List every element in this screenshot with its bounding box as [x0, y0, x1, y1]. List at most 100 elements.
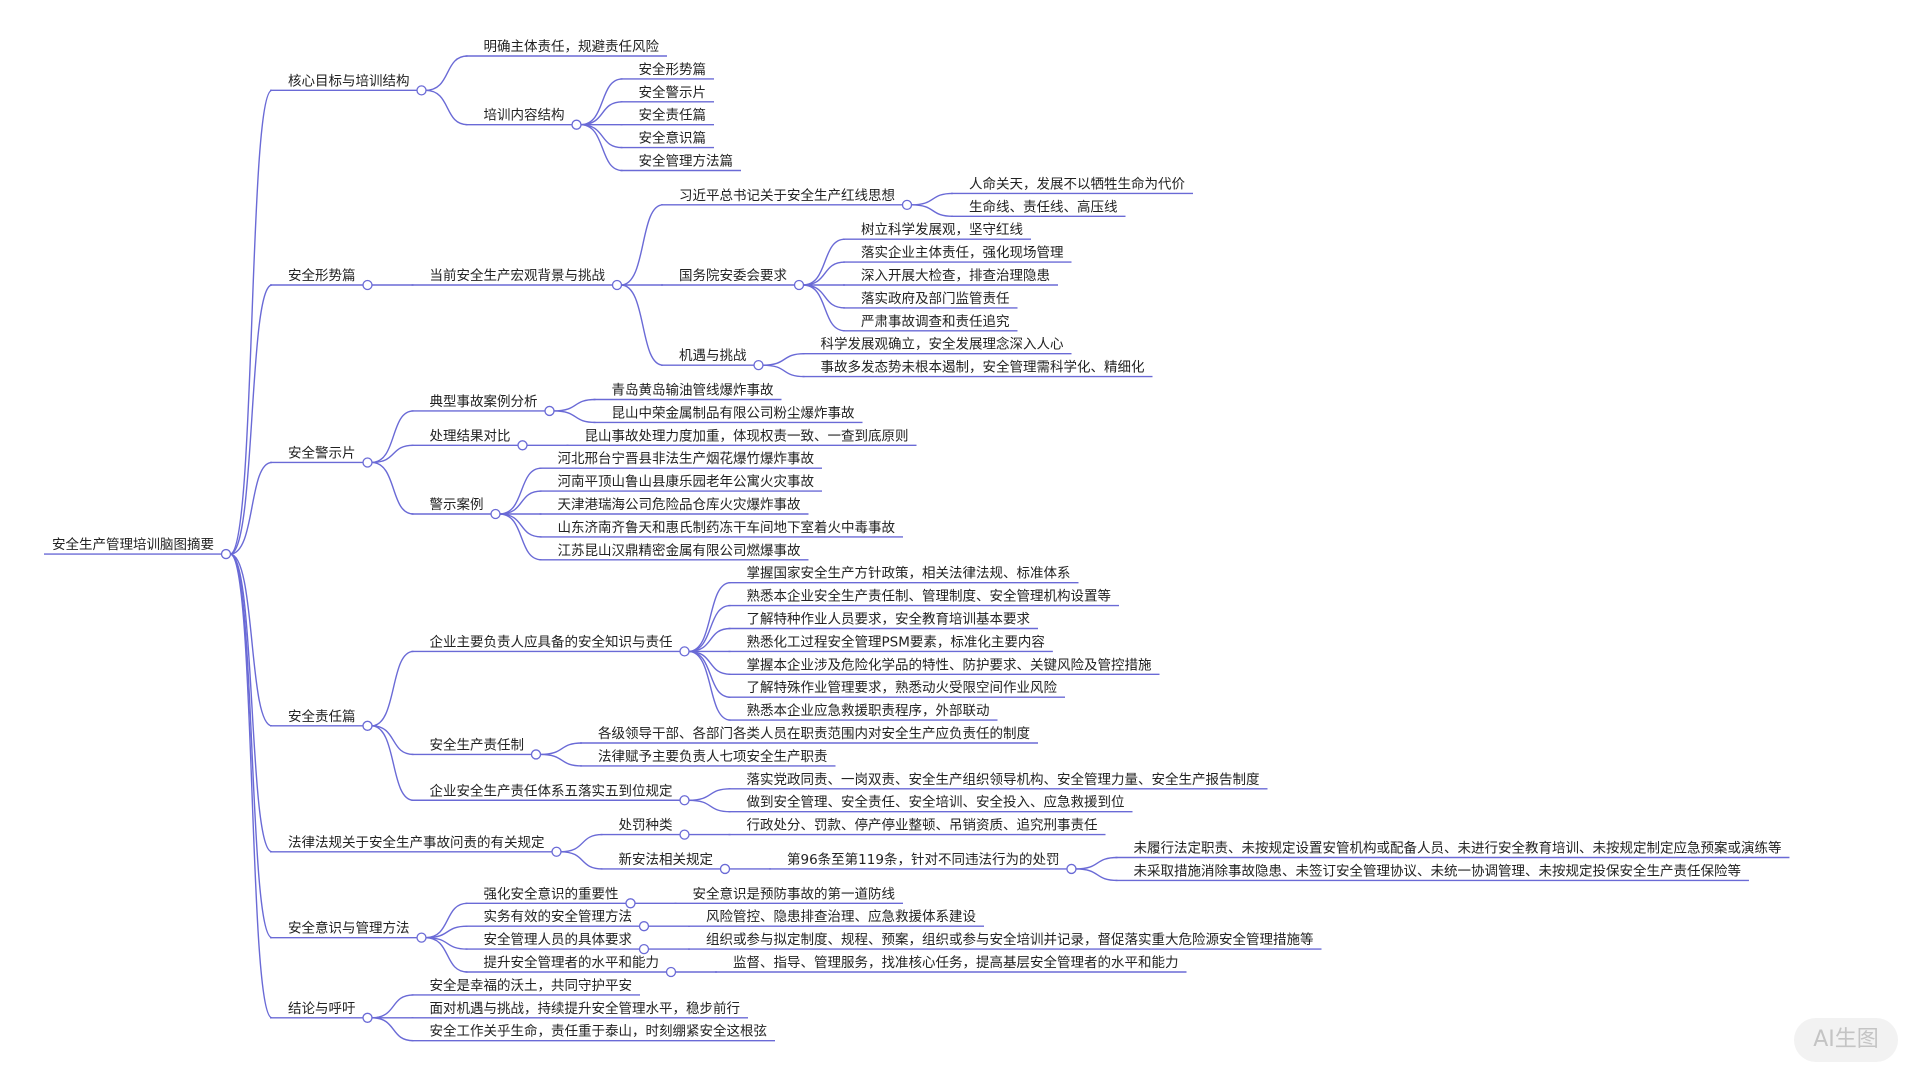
leaf-topic[interactable]: 监督、指导、管理服务，找准核心任务，提高基层安全管理者的水平和能力 [733, 954, 1179, 971]
collapse-toggle-icon[interactable] [679, 795, 690, 806]
leaf-topic[interactable]: 未履行法定职责、未按规定设置安管机构或配备人员、未进行安全教育培训、未按规定制定… [1133, 840, 1781, 857]
leaf-topic[interactable]: 深入开展大检查，排查治理隐患 [861, 268, 1050, 284]
collapse-toggle-icon[interactable] [544, 405, 555, 417]
branch-topic[interactable]: 培训内容结构 [484, 107, 565, 124]
leaf-topic[interactable]: 法律赋予主要负责人七项安全生产职责 [598, 748, 828, 765]
branch-topic[interactable]: 安全形势篇 [288, 267, 356, 284]
branch-topic[interactable]: 安全责任篇 [288, 708, 356, 725]
leaf-topic[interactable]: 未采取措施消除事故隐患、未签订安全管理协议、未统一协调管理、未按规定投保安全生产… [1133, 862, 1741, 879]
branch-topic[interactable]: 企业安全生产责任体系五落实五到位规定 [430, 782, 673, 799]
collapse-toggle-icon[interactable] [679, 646, 690, 657]
leaf-topic[interactable]: 风险管控、隐患排查治理、应急救援体系建设 [706, 908, 976, 925]
branch-topic[interactable]: 机遇与挑战 [679, 348, 747, 364]
leaf-topic[interactable]: 天津港瑞海公司危险品仓库火灾爆炸事故 [558, 496, 801, 513]
leaf-topic[interactable]: 面对机遇与挑战，持续提升安全管理水平，稳步前行 [430, 1000, 741, 1017]
leaf-topic[interactable]: 落实企业主体责任，强化现场管理 [861, 244, 1064, 261]
leaf-topic[interactable]: 熟悉化工过程安全管理PSM要素，标准化主要内容 [747, 633, 1045, 650]
branch-topic[interactable]: 安全意识与管理方法 [288, 920, 410, 937]
leaf-topic[interactable]: 熟悉本企业应急救援职责程序，外部联动 [747, 702, 990, 719]
leaf-topic[interactable]: 掌握国家安全生产方针政策，相关法律法规、标准体系 [747, 565, 1071, 582]
collapse-toggle-icon[interactable] [753, 359, 764, 371]
collapse-toggle-icon[interactable] [362, 457, 373, 468]
connector-line [620, 284, 664, 366]
leaf-topic[interactable]: 昆山事故处理力度加重，体现权责一致、一查到底原则 [585, 427, 909, 444]
connector-line [371, 1017, 414, 1042]
leaf-topic[interactable]: 掌握本企业涉及危险化学品的特性、防护要求、关键风险及管控措施 [747, 656, 1152, 673]
collapse-toggle-icon[interactable] [517, 440, 528, 451]
collapse-toggle-icon[interactable] [719, 863, 731, 875]
leaf-topic[interactable]: 安全责任篇 [639, 107, 707, 124]
leaf-topic[interactable]: 安全是幸福的沃土，共同守护平安 [430, 977, 633, 994]
leaf-topic[interactable]: 事故多发态势未根本遏制，安全管理需科学化、精细化 [821, 359, 1145, 376]
collapse-toggle-icon[interactable] [490, 508, 501, 520]
leaf-topic[interactable]: 落实政府及部门监管责任 [861, 291, 1010, 307]
branch-topic[interactable]: 处罚种类 [619, 818, 673, 834]
collapse-toggle-icon[interactable] [416, 932, 427, 943]
leaf-topic[interactable]: 河北邢台宁晋县非法生产烟花爆竹爆炸事故 [558, 450, 815, 467]
branch-topic[interactable]: 安全警示片 [288, 444, 356, 461]
branch-topic[interactable]: 习近平总书记关于安全生产红线思想 [679, 187, 895, 204]
branch-topic[interactable]: 强化安全意识的重要性 [484, 885, 619, 902]
leaf-topic[interactable]: 山东济南齐鲁天和惠氏制药冻干车间地下室着火中毒事故 [558, 519, 896, 536]
collapse-toggle-icon[interactable] [793, 279, 805, 291]
leaf-topic[interactable]: 熟悉本企业安全生产责任制、管理制度、安全管理机构设置等 [747, 588, 1112, 605]
collapse-toggle-icon[interactable] [625, 898, 636, 909]
leaf-topic[interactable]: 行政处分、罚款、停产停业整顿、吊销资质、追究刑事责任 [747, 817, 1098, 834]
branch-topic[interactable]: 新安法相关规定 [619, 852, 714, 868]
collapse-toggle-icon[interactable] [551, 846, 562, 857]
branch-topic[interactable]: 国务院安委会要求 [679, 268, 787, 284]
root-topic[interactable]: 安全生产管理培训脑图摘要 [52, 536, 214, 553]
collapse-toggle-icon[interactable] [571, 119, 582, 130]
branch-topic[interactable]: 处理结果对比 [430, 428, 511, 444]
collapse-toggle-icon[interactable] [362, 720, 373, 731]
leaf-topic[interactable]: 树立科学发展观，坚守红线 [861, 222, 1023, 238]
branch-topic[interactable]: 典型事故案例分析 [430, 393, 538, 410]
branch-topic[interactable]: 安全生产责任制 [430, 736, 525, 753]
branch-topic[interactable]: 实务有效的安全管理方法 [484, 908, 633, 925]
leaf-topic[interactable]: 各级领导干部、各部门各类人员在职责范围内对安全生产应负责任的制度 [598, 725, 1030, 742]
branch-topic[interactable]: 第96条至第119条，针对不同违法行为的处罚 [787, 851, 1059, 868]
leaf-topic[interactable]: 青岛黄岛输油管线爆炸事故 [612, 383, 774, 399]
leaf-topic[interactable]: 江苏昆山汉鼎精密金属有限公司燃爆事故 [558, 542, 801, 559]
leaf-topic[interactable]: 了解特殊作业管理要求，熟悉动火受限空间作业风险 [747, 680, 1058, 696]
branch-topic[interactable]: 结论与呼吁 [288, 1001, 356, 1017]
branch-topic[interactable]: 法律法规关于安全生产事故问责的有关规定 [288, 834, 545, 851]
leaf-topic[interactable]: 安全意识是预防事故的第一道防线 [693, 885, 896, 902]
connector-line [688, 799, 731, 813]
collapse-toggle-icon[interactable] [638, 921, 650, 932]
leaf-topic[interactable]: 做到安全管理、安全责任、安全培训、安全投入、应急救援到位 [747, 794, 1125, 811]
branch-topic[interactable]: 企业主要负责人应具备的安全知识与责任 [430, 633, 673, 650]
branch-topic[interactable]: 警示案例 [430, 496, 484, 513]
branch-topic[interactable]: 提升安全管理者的水平和能力 [484, 954, 660, 971]
collapse-toggle-icon[interactable] [362, 279, 373, 291]
leaf-topic[interactable]: 昆山中荣金属制品有限公司粉尘爆炸事故 [612, 405, 855, 421]
collapse-toggle-icon[interactable] [679, 829, 690, 840]
leaf-topic[interactable]: 明确主体责任，规避责任风险 [484, 39, 660, 55]
collapse-toggle-icon[interactable] [1066, 863, 1077, 875]
leaf-topic[interactable]: 了解特种作业人员要求，安全教育培训基本要求 [747, 611, 1031, 628]
connector-line [688, 582, 731, 653]
leaf-topic[interactable]: 安全意识篇 [639, 130, 707, 147]
collapse-toggle-icon[interactable] [220, 548, 232, 560]
branch-topic[interactable]: 安全管理人员的具体要求 [484, 931, 633, 948]
branch-topic[interactable]: 当前安全生产宏观背景与挑战 [430, 267, 606, 284]
leaf-topic[interactable]: 科学发展观确立，安全发展理念深入人心 [821, 336, 1064, 353]
collapse-toggle-icon[interactable] [530, 749, 542, 760]
leaf-topic[interactable]: 安全管理方法篇 [639, 153, 734, 170]
collapse-toggle-icon[interactable] [611, 279, 623, 291]
collapse-toggle-icon[interactable] [638, 943, 650, 955]
leaf-topic[interactable]: 安全形势篇 [639, 61, 707, 78]
leaf-topic[interactable]: 河南平顶山鲁山县康乐园老年公寓火灾事故 [558, 473, 815, 490]
collapse-toggle-icon[interactable] [362, 1012, 373, 1023]
leaf-topic[interactable]: 安全警示片 [639, 84, 707, 101]
branch-topic[interactable]: 核心目标与培训结构 [288, 73, 410, 89]
leaf-topic[interactable]: 安全工作关乎生命，责任重于泰山，时刻绷紧安全这根弦 [430, 1023, 768, 1040]
collapse-toggle-icon[interactable] [901, 199, 913, 211]
leaf-topic[interactable]: 严肃事故调查和责任追究 [861, 314, 1010, 330]
collapse-toggle-icon[interactable] [665, 966, 677, 978]
leaf-topic[interactable]: 组织或参与拟定制度、规程、预案，组织或参与安全培训并记录，督促落实重大危险源安全… [706, 931, 1314, 948]
leaf-topic[interactable]: 生命线、责任线、高压线 [969, 198, 1118, 215]
collapse-toggle-icon[interactable] [416, 85, 427, 96]
leaf-topic[interactable]: 落实党政同责、一岗双责、安全生产组织领导机构、安全管理力量、安全生产报告制度 [747, 771, 1260, 788]
leaf-topic[interactable]: 人命关天，发展不以牺牲生命为代价 [969, 175, 1185, 192]
